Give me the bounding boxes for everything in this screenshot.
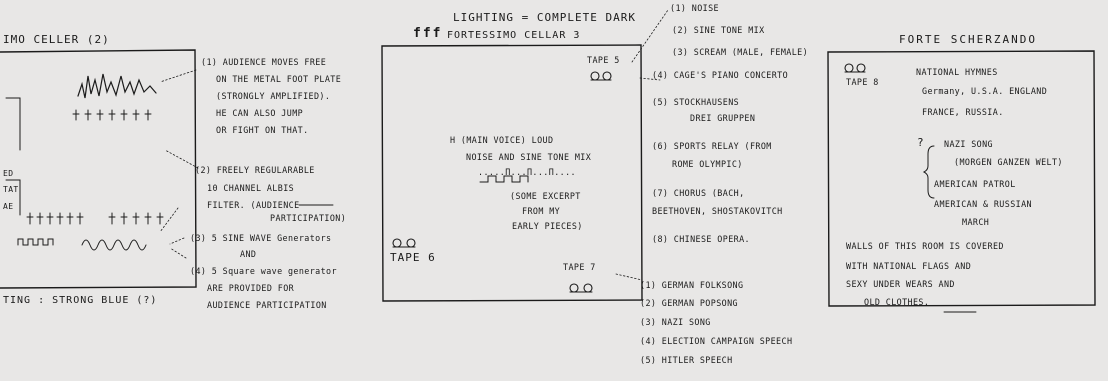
center-room-outline (381, 44, 643, 302)
square-waves (17, 238, 54, 246)
tape7-item-3: (3) NAZI SONG (640, 317, 711, 327)
walls-line-2: WITH NATIONAL FLAGS AND (846, 261, 972, 271)
walls-line-3: SEXY UNDER WEARS AND (846, 279, 955, 289)
question-mark: ? (917, 136, 925, 149)
tape7-item-4: (4) ELECTION CAMPAIGN SPEECH (640, 336, 793, 346)
left-note-14: AUDIENCE PARTICIPATION (207, 300, 327, 310)
main-voice-line-1: H (MAIN VOICE) LOUD (450, 135, 554, 145)
main-voice-line-2: NOISE AND SINE TONE MIX (466, 152, 592, 162)
center-lighting: LIGHTING = COMPLETE DARK (453, 11, 636, 24)
nazi-song-brace (922, 145, 935, 199)
excerpt-line-1: (SOME EXCERPT (510, 191, 581, 201)
american-patrol: AMERICAN PATROL (934, 179, 1016, 189)
tape5-item-8: ROME OLYMPIC) (672, 159, 743, 169)
center-dynamic: fff (413, 26, 443, 41)
left-note-13: ARE PROVIDED FOR (207, 283, 295, 293)
tape8-label: TAPE 8 (846, 77, 879, 87)
foot-plate-squiggle (77, 73, 157, 99)
left-room-outline (0, 49, 197, 289)
right-room-outline (827, 50, 1096, 307)
left-room-inner-bracket (5, 97, 21, 216)
wave-marks (479, 175, 529, 183)
left-note-7: 10 CHANNEL ALBIS (207, 183, 295, 193)
leader-lines-center (615, 9, 669, 281)
tape5-item-11: (8) CHINESE OPERA. (652, 234, 750, 244)
left-note-8: FILTER. (AUDIENCE (207, 200, 300, 210)
left-note-3: (STRONGLY AMPLIFIED). (216, 91, 331, 101)
walls-line-1: WALLS OF THIS ROOM IS COVERED (846, 241, 1004, 251)
left-note-1: (1) AUDIENCE MOVES FREE (201, 57, 327, 67)
audience-figures-lower (26, 212, 164, 225)
tape5-item-5: (5) STOCKHAUSENS (652, 97, 740, 107)
left-note-12: (4) 5 Square wave generator (190, 266, 337, 276)
tape5-item-2: (2) SINE TONE MIX (672, 25, 765, 35)
tape5-item-10: BEETHOVEN, SHOSTAKOVITCH (652, 206, 783, 216)
tape5-item-6: DREI GRUPPEN (690, 113, 756, 123)
tape5-item-4: (4) CAGE'S PIANO CONCERTO (652, 70, 789, 80)
left-note-11: AND (240, 249, 257, 259)
nazi-song-line-2: (MORGEN GANZEN WELT) (954, 157, 1063, 167)
left-note-10: (3) 5 SINE WAVE Generators (190, 233, 332, 243)
excerpt-line-2: FROM MY (522, 206, 561, 216)
anthems-line-1: NATIONAL HYMNES (916, 67, 998, 77)
walls-line-4: OLD CLOTHES. (864, 297, 930, 307)
march-line-2: MARCH (962, 217, 990, 227)
tape5-item-1: (1) NOISE (670, 3, 719, 13)
nazi-song-line-1: NAZI SONG (944, 139, 993, 149)
tape5-label: TAPE 5 (587, 55, 620, 65)
tape5-item-7: (6) SPORTS RELAY (FROM (652, 141, 772, 151)
tape7-item-2: (2) GERMAN POPSONG (640, 298, 738, 308)
left-side-label-3: AE (3, 202, 14, 211)
anthems-line-3: FRANCE, RUSSIA. (922, 107, 1004, 117)
left-note-2: ON THE METAL FOOT PLATE (216, 74, 342, 84)
tape7-label: TAPE 7 (563, 262, 596, 272)
right-room-title: FORTE SCHERZANDO (899, 33, 1037, 46)
left-note-4: HE CAN ALSO JUMP (216, 108, 304, 118)
sine-waves (81, 239, 147, 251)
left-note-9: PARTICIPATION) (270, 213, 347, 223)
audience-figures-upper (72, 109, 152, 121)
wave-text: .....Π...Π...Π.... (478, 167, 576, 177)
tape7-item-5: (5) HITLER SPEECH (640, 355, 733, 365)
tape7-item-1: (1) GERMAN FOLKSONG (640, 280, 744, 290)
left-side-label-2: TAT (3, 185, 19, 194)
anthems-line-2: Germany, U.S.A. ENGLAND (922, 86, 1048, 96)
left-note-6: (2) FREELY REGULARABLE (195, 165, 315, 175)
tape6-label: TAPE 6 (390, 251, 436, 264)
left-note-5: OR FIGHT ON THAT. (216, 125, 309, 135)
left-lighting-note: TING : STRONG BLUE (?) (3, 295, 158, 306)
tape5-item-9: (7) CHORUS (BACH, (652, 188, 745, 198)
left-side-label-1: ED (3, 169, 14, 178)
tape-symbols (392, 63, 866, 293)
tape5-item-3: (3) SCREAM (MALE, FEMALE) (672, 47, 809, 57)
leader-lines-left (159, 69, 199, 259)
march-line-1: AMERICAN & RUSSIAN (934, 199, 1032, 209)
left-room-title: IMO CELLER (2) (3, 33, 110, 46)
center-room-title: FORTESSIMO CELLAR 3 (447, 30, 581, 41)
excerpt-line-3: EARLY PIECES) (512, 221, 583, 231)
